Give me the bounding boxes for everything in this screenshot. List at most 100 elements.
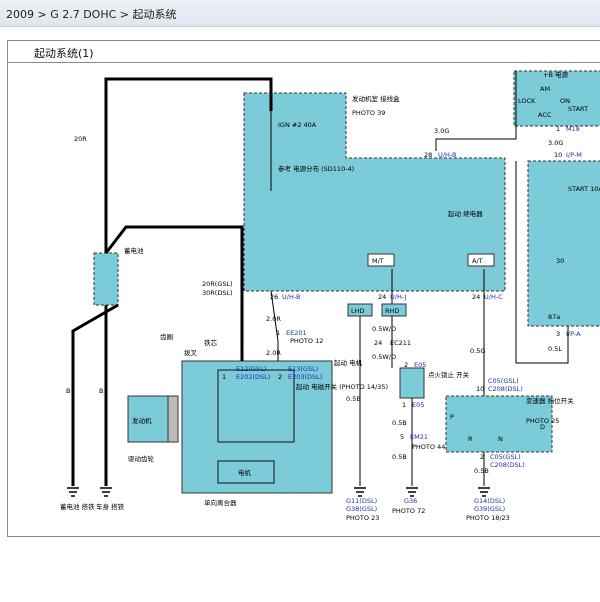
label-ign-on: ON bbox=[560, 97, 570, 105]
label-ign-title: +B 电源 bbox=[543, 70, 568, 79]
label-relay: 起动 继电器 bbox=[448, 209, 483, 218]
mt-at-tags bbox=[367, 253, 495, 267]
breadcrumb-text[interactable]: 2009 > G 2.7 DOHC > 起动系统 bbox=[6, 8, 177, 21]
label-wire-20r: 20R bbox=[74, 135, 87, 143]
label-wire-gsl: 20R(GSL) bbox=[202, 280, 233, 288]
label-pin-26-link: U/H-B bbox=[282, 293, 300, 301]
label-ground-right: 车身 搭铁 bbox=[96, 502, 125, 511]
label-e12: E12(GSL) bbox=[236, 365, 266, 373]
label-c05b: C05(GSL) bbox=[490, 453, 521, 461]
label-wire-05b-2: 0.5B bbox=[392, 453, 407, 461]
label-pin-28-link: U/H-B bbox=[438, 151, 456, 159]
label-ign-am: AM bbox=[540, 85, 550, 93]
label-wire-05g: 0.5G bbox=[470, 347, 485, 355]
label-drive: 驱动齿轮 bbox=[128, 454, 155, 463]
label-photo23: PHOTO 23 bbox=[346, 514, 379, 522]
label-e05: E05 bbox=[414, 361, 426, 369]
label-battery: 蓄电池 bbox=[124, 246, 144, 255]
label-ee201: EE201 bbox=[286, 329, 307, 337]
box-inhibitor bbox=[445, 395, 553, 453]
label-fuse: IGN #2 40A bbox=[278, 121, 317, 129]
label-starter-photo: PHOTO 12 bbox=[290, 337, 323, 345]
label-wo1: 0.5W/O bbox=[372, 325, 396, 333]
label-wire-2r: 2.0R bbox=[266, 315, 281, 323]
label-clutch: 单向离合器 bbox=[204, 498, 237, 507]
label-c05: C05(GSL) bbox=[488, 377, 519, 385]
label-motor: 电机 bbox=[238, 468, 252, 477]
label-pin-24a: 24 bbox=[378, 293, 386, 301]
label-engine-box-title: 发动机室 接线盒 bbox=[352, 94, 400, 103]
label-starter-pin1: 1 bbox=[276, 329, 280, 337]
label-photo72: PHOTO 72 bbox=[392, 507, 425, 515]
label-start-fuse: START 10A bbox=[568, 185, 600, 193]
label-p1: 1 bbox=[402, 401, 406, 409]
label-pin-28: 28 bbox=[424, 151, 432, 159]
label-starter-pin1b: 1 bbox=[222, 373, 226, 381]
label-photo44: PHOTO 44 bbox=[412, 443, 445, 451]
label-e202: E202(DSL) bbox=[236, 373, 270, 381]
label-solenoid: 起动 电磁开关 (PHOTO 14/35) bbox=[296, 382, 388, 391]
box-lock-switch bbox=[399, 367, 425, 399]
label-wo2: 0.5W/O bbox=[372, 353, 396, 361]
label-em21: EM21 bbox=[410, 433, 428, 441]
grounds-symbols bbox=[67, 487, 490, 497]
label-gear-r: R bbox=[468, 435, 473, 443]
label-g39: G39(GSL) bbox=[474, 505, 505, 513]
lhd-rhd-tags bbox=[347, 303, 407, 317]
label-photo1823: PHOTO 18/23 bbox=[466, 514, 510, 522]
label-ign-pin10: 10 bbox=[554, 151, 562, 159]
label-inh-pin2: 2 bbox=[480, 453, 484, 461]
label-g14: G14(DSL) bbox=[474, 497, 505, 505]
label-wire-3g: 3.0G bbox=[434, 127, 449, 135]
label-p5: 5 bbox=[400, 433, 404, 441]
label-p2: 2 bbox=[404, 361, 408, 369]
label-lhd: LHD bbox=[351, 307, 365, 315]
label-inh-pin10: 10 bbox=[476, 385, 484, 393]
label-inh-wire: 0.5B bbox=[474, 467, 489, 475]
box-engine bbox=[127, 395, 179, 443]
label-starter-motor: 起动 电机 bbox=[334, 358, 363, 367]
label-lock-switch: 点火锁止 开关 bbox=[428, 370, 470, 379]
label-g11: G11(DSL) bbox=[346, 497, 377, 505]
label-pin-26: 26 bbox=[270, 293, 278, 301]
diagram-page: 起动系统(1) bbox=[7, 40, 600, 537]
label-ec211: EC211 bbox=[390, 339, 411, 347]
label-ign-wire: 3.0G bbox=[548, 139, 563, 147]
label-ign-pin1: 1 bbox=[556, 125, 560, 133]
label-ign-acc: ACC bbox=[538, 111, 552, 119]
label-ign-link10: I/P-M bbox=[566, 151, 582, 159]
label-wire-05b-1: 0.5B bbox=[392, 419, 407, 427]
label-e13: E13(GSL) bbox=[288, 365, 318, 373]
breadcrumb: 2009 > G 2.7 DOHC > 起动系统 bbox=[0, 0, 600, 27]
label-engine-box-photo: PHOTO 39 bbox=[352, 109, 385, 117]
label-at: A/T bbox=[472, 257, 483, 265]
label-pin3: 3 bbox=[556, 330, 560, 338]
label-87a: 87a bbox=[548, 313, 560, 321]
label-wire-b2: B bbox=[99, 387, 103, 395]
wiring-diagram: 20R 蓄电池 蓄电池 搭铁 车身 搭铁 B B 发动机室 接线盒 PHOTO … bbox=[60, 70, 600, 522]
wires bbox=[71, 71, 569, 486]
page-title: 起动系统(1) bbox=[34, 47, 94, 60]
label-ign-start: START bbox=[568, 105, 588, 113]
label-ref: 参考 电源分布 (SD110-4) bbox=[278, 164, 354, 173]
label-link3: I/P-A bbox=[566, 330, 581, 338]
labels: 20R 蓄电池 蓄电池 搭铁 车身 搭铁 B B 发动机室 接线盒 PHOTO … bbox=[60, 70, 600, 522]
label-ign-link1: M18 bbox=[566, 125, 580, 133]
label-pin-24b: 24 bbox=[472, 293, 480, 301]
box-battery bbox=[93, 252, 119, 306]
label-starter-pin2: 2 bbox=[278, 373, 282, 381]
label-c208b: C208(DSL) bbox=[490, 461, 525, 469]
label-gear-p: P bbox=[450, 413, 454, 421]
label-pin-24a-link: U/H-J bbox=[390, 293, 407, 301]
label-pin30: 30 bbox=[556, 257, 564, 265]
box-right-panel bbox=[527, 160, 600, 327]
label-ign-lock: LOCK bbox=[518, 97, 536, 105]
label-e203: E203(DSL) bbox=[288, 373, 322, 381]
label-wire-dsl: 30R(DSL) bbox=[202, 289, 233, 297]
label-engine: 发动机 bbox=[132, 416, 152, 425]
box-engine-junction bbox=[243, 92, 506, 292]
label-inh-photo: PHOTO 25 bbox=[526, 417, 559, 425]
label-wire-b1: B bbox=[66, 387, 70, 395]
label-g38: G38(GSL) bbox=[346, 505, 377, 513]
label-gear: 齿圈 bbox=[160, 333, 173, 341]
